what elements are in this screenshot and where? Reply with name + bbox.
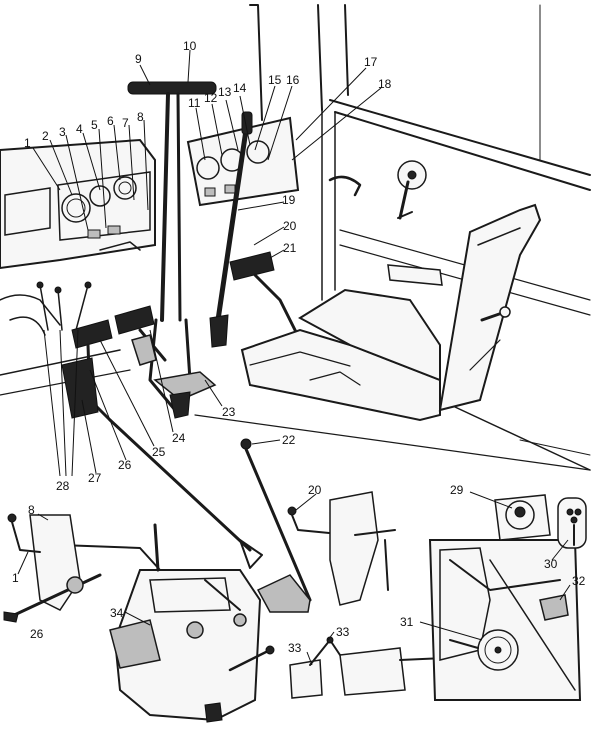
callout-8: 8	[137, 110, 144, 124]
callout-lower-1: 1	[12, 571, 19, 585]
callout-lower-32: 32	[572, 574, 586, 588]
callout-10: 10	[183, 39, 197, 53]
callout-lower-34: 34	[110, 606, 124, 620]
callout-4: 4	[76, 122, 83, 136]
callout-27: 27	[88, 471, 102, 485]
callout-11: 11	[188, 96, 201, 110]
callout-labels: 1 2 3 4 5 6 7 8 9 10 11 12 13 14 15 16 1…	[12, 39, 586, 655]
callout-18: 18	[378, 77, 392, 91]
callout-3: 3	[59, 125, 66, 139]
callout-22: 22	[282, 433, 296, 447]
callout-14: 14	[233, 81, 247, 95]
callout-9: 9	[135, 52, 142, 66]
callout-15: 15	[268, 73, 282, 87]
callout-lower-26: 26	[30, 627, 44, 641]
callout-lower-8: 8	[28, 503, 35, 517]
callout-lower-33a: 33	[336, 625, 350, 639]
leader-lines	[17, 49, 571, 666]
callout-lower-20: 20	[308, 483, 322, 497]
callout-16: 16	[286, 73, 300, 87]
callout-lower-29: 29	[450, 483, 464, 497]
callout-lower-33b: 33	[288, 641, 302, 655]
callout-lower-31: 31	[400, 615, 414, 629]
pedal-24	[114, 305, 155, 335]
pedal-27	[61, 357, 99, 419]
operator-seat	[240, 203, 542, 422]
callout-6: 6	[107, 114, 114, 128]
callout-24: 24	[172, 431, 186, 445]
callout-7: 7	[122, 116, 129, 130]
callout-25: 25	[152, 445, 166, 459]
cab-interior-illustration	[0, 4, 591, 471]
callout-2: 2	[42, 129, 49, 143]
callout-26: 26	[118, 458, 132, 472]
callout-28: 28	[56, 479, 70, 493]
callout-19: 19	[282, 193, 296, 207]
callout-12: 12	[204, 91, 218, 105]
callout-1: 1	[24, 136, 31, 150]
callout-13: 13	[218, 85, 232, 99]
callout-lower-30: 30	[544, 557, 558, 571]
callout-21: 21	[283, 241, 297, 255]
callout-23: 23	[222, 405, 236, 419]
callout-20: 20	[283, 219, 297, 233]
callout-17: 17	[364, 55, 378, 69]
brake-pedal-right	[229, 251, 302, 342]
callout-5: 5	[91, 118, 98, 132]
linkage-illustration	[3, 418, 587, 723]
